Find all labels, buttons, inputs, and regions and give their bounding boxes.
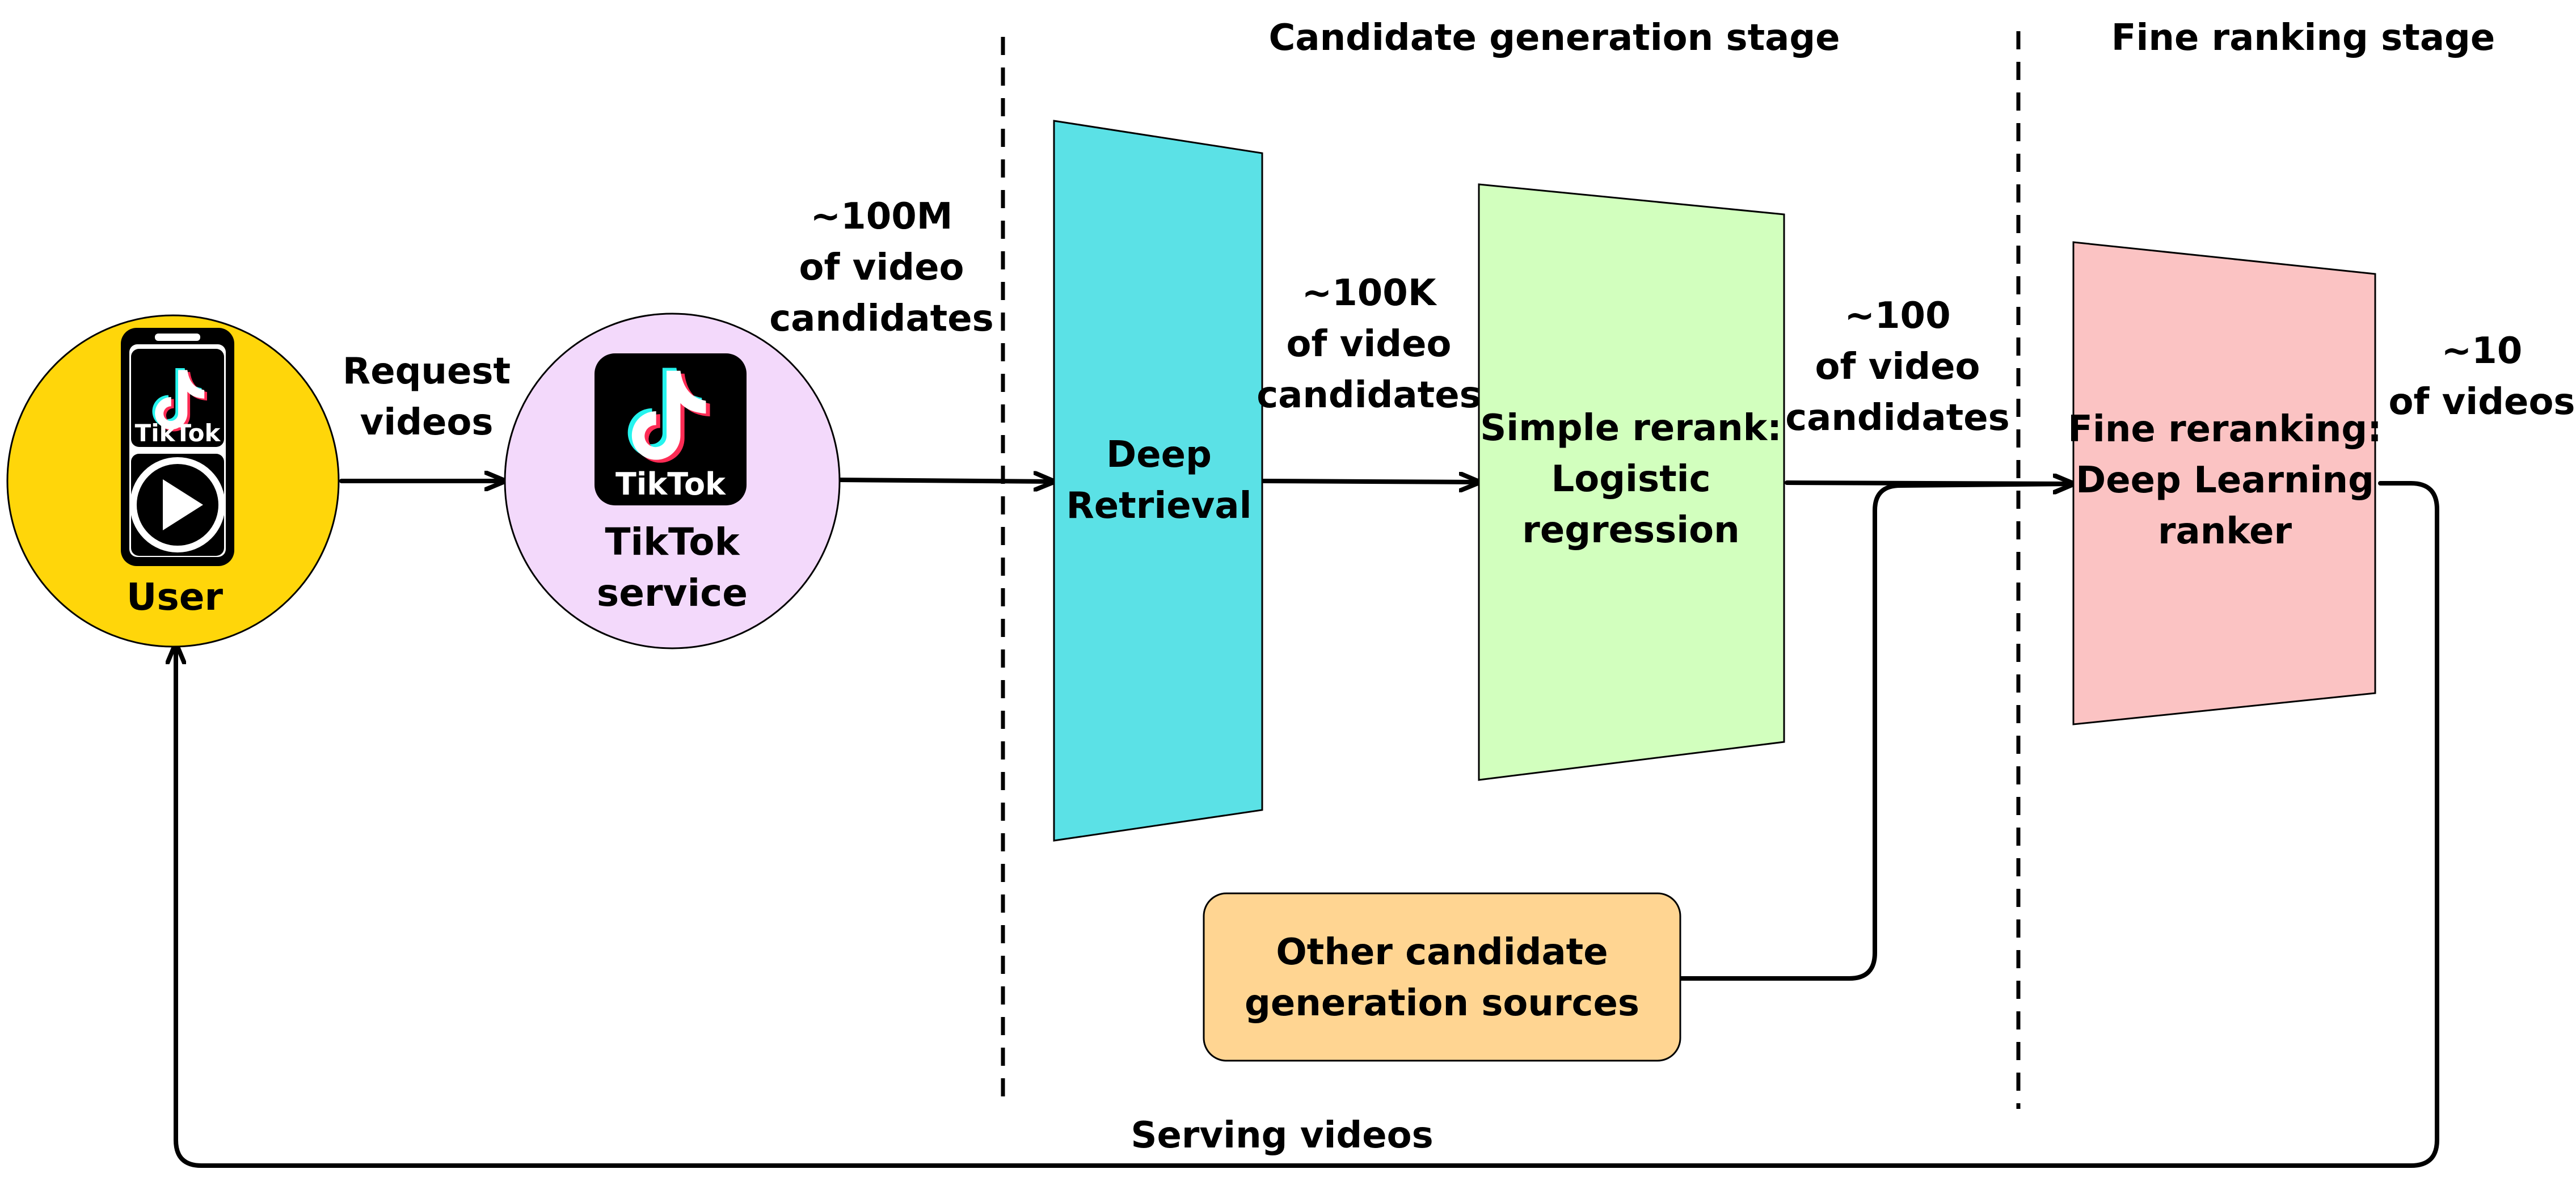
tiktok-logo-wordmark: TikTok (615, 466, 726, 502)
other-candidate-sources-box (1203, 892, 1681, 1062)
fine-reranking-label-line3: ranker (2158, 510, 2292, 552)
candidates-100-line1: ~100 (1844, 295, 1950, 337)
deep-retrieval-block (1053, 120, 1263, 842)
edge-retrieval-to-simple-rerank (1262, 481, 1479, 482)
fine-reranking-label-line2: Deep Learning (2076, 459, 2374, 501)
other-sources-label-line2: generation sources (1245, 982, 1639, 1024)
edge-service-to-retrieval (837, 480, 1054, 482)
edge-other-sources-to-fine-reranking (1678, 484, 2073, 981)
request-videos-label-line1: Request (343, 351, 511, 393)
videos-10-line1: ~10 (2442, 330, 2523, 372)
stage-title-fine-ranking: Fine ranking stage (2111, 17, 2495, 59)
simple-rerank-block (1478, 183, 1785, 781)
fine-reranking-block (2072, 241, 2376, 725)
simple-rerank-label-line3: regression (1522, 509, 1739, 551)
deep-retrieval-label-line2: Retrieval (1066, 485, 1251, 527)
stage-title-candidate-generation: Candidate generation stage (1268, 17, 1840, 59)
phone-app-label: TikTok (135, 419, 221, 447)
edge-serving-videos (176, 481, 2439, 1168)
serving-videos-label: Serving videos (1131, 1115, 1433, 1157)
candidates-100-line2: of video (1815, 346, 1980, 388)
service-label-line1: TikTok (605, 520, 740, 564)
request-videos-label-line2: videos (360, 402, 494, 444)
play-button-icon (130, 457, 225, 552)
other-sources-label-line1: Other candidate (1276, 931, 1608, 973)
candidates-100k-line3: candidates (1257, 374, 1481, 416)
user-label: User (127, 575, 224, 619)
candidates-100-line3: candidates (1785, 397, 2010, 439)
deep-retrieval-label-line1: Deep (1106, 434, 1212, 476)
service-label-line2: service (597, 571, 748, 615)
candidates-100k-line1: ~100K (1302, 272, 1437, 314)
candidates-100k-line2: of video (1287, 323, 1452, 365)
simple-rerank-label-line1: Simple rerank: (1480, 407, 1782, 449)
tiktok-logo-note-icon (627, 368, 710, 463)
candidates-100m-line2: of video (799, 247, 964, 289)
simple-rerank-label-line2: Logistic (1551, 458, 1710, 500)
videos-10-line2: of videos (2388, 381, 2575, 423)
fine-reranking-label-line1: Fine reranking: (2068, 408, 2382, 450)
candidates-100m-line1: ~100M (811, 196, 953, 238)
candidates-100m-line3: candidates (769, 298, 994, 340)
tiktok-note-icon (152, 368, 207, 432)
